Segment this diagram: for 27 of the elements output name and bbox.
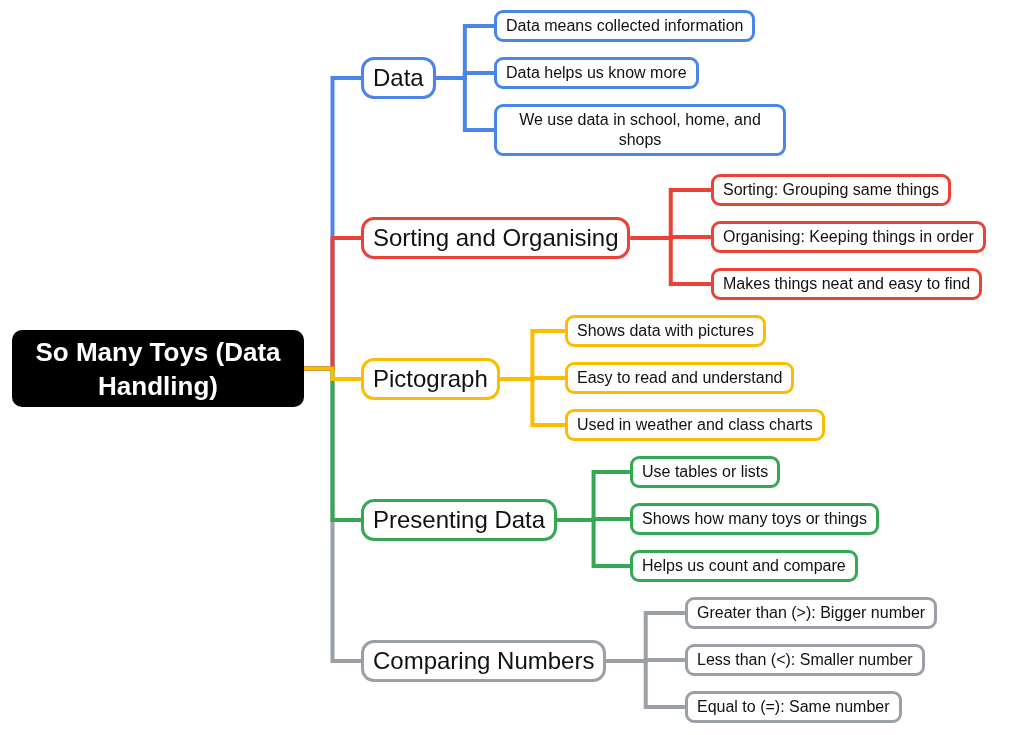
branch-topic-box: Presenting Data — [361, 499, 558, 541]
connector-line — [557, 517, 630, 522]
subtopic-box: Makes things neat and easy to find — [711, 268, 983, 300]
subtopic-box: Data means collected information — [494, 10, 756, 42]
subtopic-box: Organising: Keeping things in order — [711, 221, 986, 253]
subtopic-box: Data helps us know more — [494, 57, 699, 89]
branch-topic-box: Sorting and Organising — [361, 217, 631, 259]
subtopic-box: Equal to (=): Same number — [685, 691, 902, 723]
branch-topic-box: Data — [361, 57, 436, 99]
branch-topic-box: Comparing Numbers — [361, 640, 607, 682]
subtopic-box: Used in weather and class charts — [565, 409, 825, 441]
subtopic-box: Sorting: Grouping same things — [711, 174, 952, 206]
connector-line — [499, 376, 565, 381]
subtopic-box: Easy to read and understand — [565, 362, 795, 394]
subtopic-box: Greater than (>): Bigger number — [685, 597, 938, 629]
subtopic-box: Less than (<): Smaller number — [685, 644, 925, 676]
subtopic-box: Helps us count and compare — [630, 550, 858, 582]
subtopic-box: Shows data with pictures — [565, 315, 766, 347]
central-topic-box: So Many Toys (Data Handling) — [12, 330, 304, 407]
connector-line — [304, 366, 361, 381]
branch-topic-box: Pictograph — [361, 358, 500, 400]
connector-line — [435, 71, 494, 80]
subtopic-box: Shows how many toys or things — [630, 503, 879, 535]
connector-line — [630, 235, 711, 240]
subtopic-box: We use data in school, home, and shops — [494, 104, 786, 156]
subtopic-box: Use tables or lists — [630, 456, 781, 488]
connector-line — [606, 658, 685, 663]
